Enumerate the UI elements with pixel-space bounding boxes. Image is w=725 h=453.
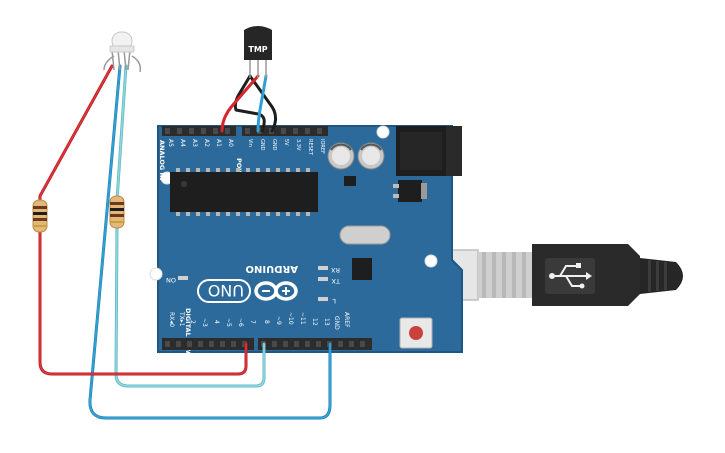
digital-header-low[interactable]: [162, 338, 254, 350]
usb-cable[interactable]: [399, 244, 683, 306]
pin-label: 13: [323, 318, 330, 326]
arduino-logo: ARDUINO UNO: [197, 263, 298, 303]
uno-badge: [197, 279, 251, 303]
temperature-sensor[interactable]: TMP: [244, 26, 272, 78]
wires: [38, 64, 332, 420]
pin-label: 3.3V: [295, 139, 301, 151]
pin-label: RX◂0: [168, 312, 175, 327]
wire-blue-gnd-inner: [88, 65, 331, 419]
pin-label: A4: [179, 139, 186, 147]
usb-cable-strain-relief: [640, 258, 683, 294]
atmega-chip: [170, 168, 318, 216]
l-led: [318, 297, 328, 301]
pin-label: GND: [333, 316, 340, 330]
reset-button[interactable]: [399, 317, 433, 349]
crystal-oscillator: [339, 225, 391, 245]
wire-red-pin7-inner: [39, 65, 247, 375]
pin-label: 2: [189, 320, 196, 324]
model-label: UNO: [208, 281, 244, 300]
wire-red-sensor-a0[interactable]: [220, 74, 260, 133]
pin-label: IOREF: [319, 139, 325, 154]
pin-label: ~11: [299, 312, 306, 325]
wire-blue-sensor[interactable]: [256, 74, 268, 133]
usb-controller-chip: [352, 258, 372, 280]
pin-label: ~9: [275, 316, 282, 325]
status-leds: RX TX L ON: [166, 266, 341, 305]
pin-label: 5V: [283, 139, 289, 146]
pin-label: ~5: [225, 318, 232, 327]
pin-label: 8: [263, 320, 270, 324]
analog-pin-labels: A5 A4 A3 A2 A1 A0 ANALOG IN: [158, 139, 234, 180]
pin-label: AREF: [343, 312, 350, 328]
pin-label: Vin: [247, 139, 253, 147]
l-label: L: [332, 297, 336, 305]
arduino-uno-board[interactable]: A5 A4 A3 A2 A1 A0 ANALOG IN Vin GND GND …: [149, 125, 463, 369]
pin-label: A1: [215, 139, 222, 147]
pin-label: A3: [191, 139, 198, 147]
wire-black-sensor-gnd-2[interactable]: [248, 74, 277, 133]
pin-label: TX▸1: [178, 311, 185, 327]
pin-label: ~10: [287, 312, 294, 325]
pin-label: RESET: [307, 139, 313, 156]
infinity-logo-icon: [254, 281, 298, 301]
pin-label: 7: [249, 320, 256, 324]
capacitor: [357, 142, 385, 170]
mounting-hole: [424, 254, 438, 268]
on-label: ON: [166, 276, 176, 284]
dc-power-jack[interactable]: [396, 126, 462, 176]
tx-led: [318, 277, 328, 281]
pin-label: A2: [203, 139, 210, 147]
pin-label: ~3: [201, 318, 208, 327]
pin-label: GND: [259, 139, 265, 151]
pin-label: 12: [311, 318, 318, 326]
on-led: [178, 276, 188, 280]
rx-label: RX: [330, 266, 340, 274]
rx-led: [318, 266, 328, 270]
resistor-left[interactable]: [32, 199, 48, 233]
analog-header[interactable]: [162, 126, 236, 136]
mounting-hole: [376, 125, 390, 139]
sensor-label: TMP: [248, 45, 267, 54]
brand-label: ARDUINO: [246, 263, 298, 274]
pin-label: GND: [271, 139, 277, 151]
mounting-hole: [149, 267, 163, 281]
pin-label: A0: [227, 139, 234, 147]
pin-label: ~6: [237, 318, 244, 327]
pin-label: 4: [213, 320, 220, 324]
voltage-regulator: [393, 180, 427, 202]
resistor-right[interactable]: [109, 195, 125, 229]
analog-header-label: ANALOG IN: [158, 140, 166, 180]
usb-symbol-icon: [552, 265, 586, 287]
transistor: [344, 176, 356, 186]
rgb-led[interactable]: [103, 31, 142, 73]
tx-label: TX: [331, 277, 341, 285]
pin-label: A5: [167, 139, 174, 147]
capacitor: [327, 142, 355, 170]
